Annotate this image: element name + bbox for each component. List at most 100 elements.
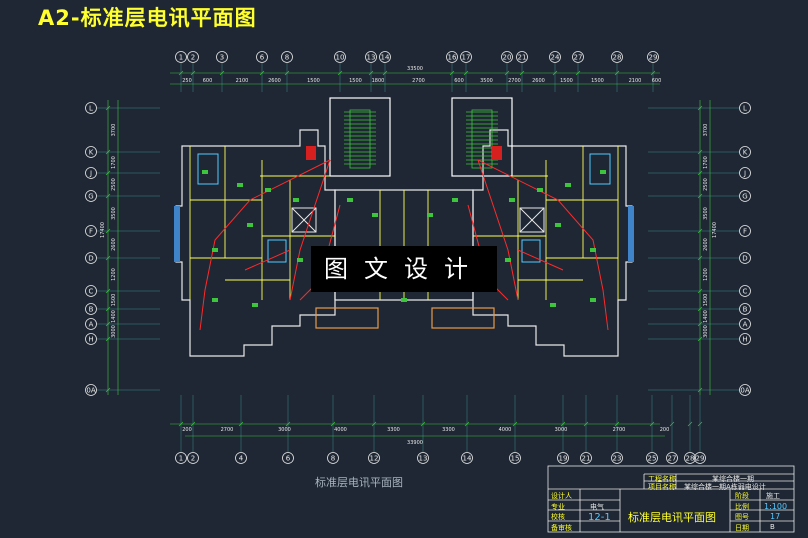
axis-bubble-right-D: D xyxy=(739,252,751,264)
tb-designer-label: 设计人 xyxy=(551,492,572,500)
axis-bubble-left-0A: 0A xyxy=(85,384,97,396)
svg-text:J: J xyxy=(743,170,746,178)
axis-bubble-left-H: H xyxy=(85,333,97,345)
svg-text:17: 17 xyxy=(462,54,471,62)
dim-bottom-2: 3000 xyxy=(278,427,291,433)
axis-grid xyxy=(97,63,739,452)
dim-left-6: 1500 xyxy=(111,294,117,307)
axis-bubble-right-0A: 0A xyxy=(739,384,751,396)
axis-bubble-top-13: 13 xyxy=(365,51,377,63)
room-fixtures xyxy=(174,146,634,263)
tb-leader-label: 备审核 xyxy=(551,524,572,532)
left-balcony xyxy=(315,307,379,329)
axis-bubble-left-D: D xyxy=(85,252,97,264)
svg-text:16: 16 xyxy=(448,54,457,62)
axis-bubble-right-K: K xyxy=(739,146,751,158)
svg-text:8: 8 xyxy=(285,54,289,62)
dim-right-2: 2500 xyxy=(703,178,709,191)
axis-bubble-top-17: 17 xyxy=(460,51,472,63)
dim-right-8: 3000 xyxy=(703,325,709,338)
svg-text:6: 6 xyxy=(260,54,265,62)
svg-text:14: 14 xyxy=(463,455,472,463)
dim-top-11: 2600 xyxy=(532,78,545,84)
dim-left-2: 2500 xyxy=(111,178,117,191)
axis-bubble-bottom-15: 15 xyxy=(509,452,521,464)
svg-text:15: 15 xyxy=(511,455,520,463)
telecom-outlet xyxy=(590,248,596,252)
telecom-outlet xyxy=(555,223,561,227)
axis-bubble-bottom-23: 23 xyxy=(611,452,623,464)
tb-drawing-name: 标准层电讯平面图 xyxy=(628,511,716,524)
svg-text:L: L xyxy=(89,105,93,113)
svg-text:H: H xyxy=(88,336,93,344)
dim-top-7: 2700 xyxy=(412,78,425,84)
svg-text:21: 21 xyxy=(582,455,591,463)
axis-bubble-top-16: 16 xyxy=(446,51,458,63)
axis-bubble-bottom-19: 19 xyxy=(557,452,569,464)
tb-stage-label: 阶段 xyxy=(735,492,749,500)
telecom-outlet xyxy=(550,303,556,307)
axis-bubble-top-10: 10 xyxy=(334,51,346,63)
telecom-outlet xyxy=(590,298,596,302)
svg-text:C: C xyxy=(89,288,94,296)
svg-text:8: 8 xyxy=(331,455,335,463)
svg-text:27: 27 xyxy=(668,455,677,463)
tb-scale-label: 比例 xyxy=(735,503,749,511)
axis-bubble-top-6: 6 xyxy=(256,51,268,63)
telecom-outlet xyxy=(452,198,458,202)
dim-top-4: 1500 xyxy=(307,78,320,84)
dim-top-1: 600 xyxy=(203,78,213,84)
axis-bubble-top-24: 24 xyxy=(549,51,561,63)
telecom-outlet xyxy=(293,198,299,202)
svg-text:20: 20 xyxy=(503,54,512,62)
telecom-outlet xyxy=(600,170,606,174)
tb-item-label: 项目名称 xyxy=(648,483,676,491)
axis-bubble-right-G: G xyxy=(739,190,751,202)
svg-text:F: F xyxy=(89,228,93,236)
svg-text:0A: 0A xyxy=(86,387,95,395)
telecom-outlet xyxy=(347,198,353,202)
svg-text:3: 3 xyxy=(220,54,224,62)
svg-text:13: 13 xyxy=(367,54,376,62)
axis-bubble-right-C: C xyxy=(739,285,751,297)
dim-left-0: 3700 xyxy=(111,124,117,137)
dim-left-total: 17400 xyxy=(100,222,106,238)
telecom-outlet xyxy=(212,248,218,252)
tb-stage-value: 施工 xyxy=(766,492,780,500)
svg-text:23: 23 xyxy=(613,455,622,463)
elevator-right xyxy=(519,207,545,233)
dim-right-3: 3500 xyxy=(703,207,709,220)
telecom-outlet xyxy=(237,183,243,187)
watermark: 图文设计 xyxy=(311,246,497,292)
axis-bubble-left-F: F xyxy=(85,225,97,237)
axis-bubble-right-J: J xyxy=(739,167,751,179)
svg-text:K: K xyxy=(89,149,94,157)
dim-bottom-8: 2700 xyxy=(613,427,626,433)
dim-bottom-0: 200 xyxy=(182,427,192,433)
axis-bubble-right-B: B xyxy=(739,303,751,315)
tb-level-label: 校核 xyxy=(551,513,565,521)
axis-bubble-top-20: 20 xyxy=(501,51,513,63)
dim-bottom-7: 3000 xyxy=(555,427,568,433)
tb-sheet-value: 17 xyxy=(770,512,781,521)
tb-drawing-no: 12-1 xyxy=(588,512,611,523)
svg-text:A: A xyxy=(89,321,94,329)
telecom-outlet xyxy=(247,223,253,227)
telecom-outlet xyxy=(202,170,208,174)
axis-bubble-bottom-13: 13 xyxy=(417,452,429,464)
dim-bottom-4: 3300 xyxy=(387,427,400,433)
tb-project-label: 工程名称 xyxy=(648,475,676,483)
dim-top-10: 2700 xyxy=(508,78,521,84)
svg-text:2: 2 xyxy=(191,455,195,463)
svg-text:28: 28 xyxy=(613,54,622,62)
dim-right-0: 3700 xyxy=(703,124,709,137)
telecom-outlet xyxy=(252,303,258,307)
right-balcony xyxy=(431,307,495,329)
axis-bubble-bottom-2: 2 xyxy=(187,452,199,464)
svg-text:J: J xyxy=(89,170,92,178)
dim-bottom-total: 33900 xyxy=(407,440,423,446)
svg-text:0A: 0A xyxy=(740,387,749,395)
telecom-outlet xyxy=(265,188,271,192)
